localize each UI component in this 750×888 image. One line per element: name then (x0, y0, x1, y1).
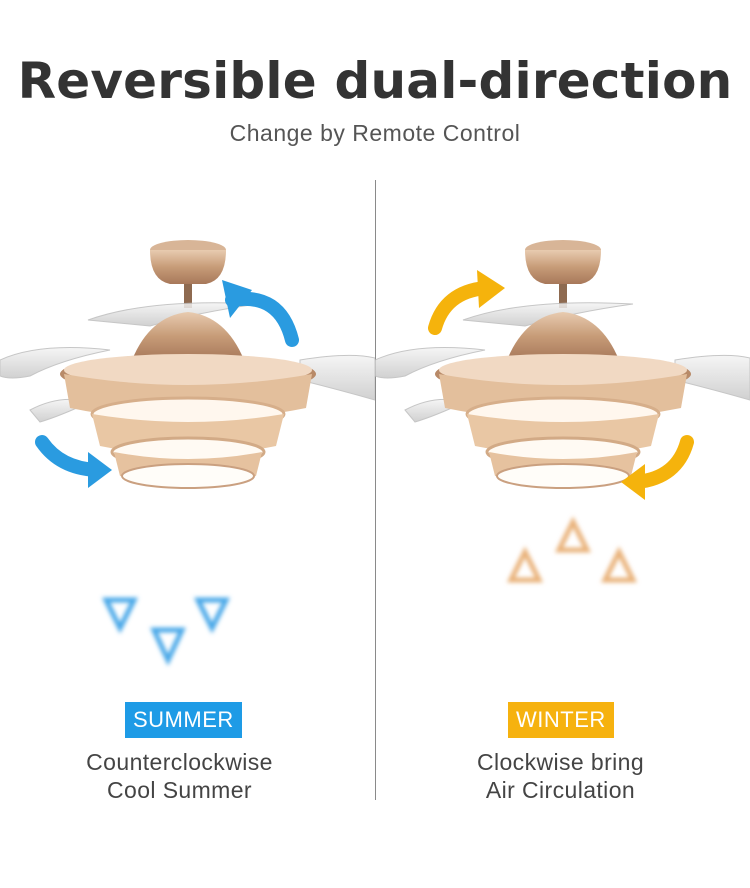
counterclockwise-arrows (35, 280, 299, 488)
fan-blades (0, 302, 375, 423)
page-subtitle: Change by Remote Control (229, 120, 521, 146)
fan-canopy (525, 240, 601, 308)
winter-caption: Clockwise bring Air Circulation (373, 748, 748, 804)
page-title: Reversible dual-direction (17, 52, 733, 110)
summer-caption-line1: Counterclockwise (86, 749, 273, 775)
winter-caption-line2: Air Circulation (485, 777, 636, 803)
fan-motor-housing (132, 312, 244, 360)
crystal-light-tiers (60, 354, 316, 489)
winter-badge: WINTER (508, 702, 614, 738)
winter-caption-line1: Clockwise bring (476, 749, 645, 775)
clockwise-arrows (428, 270, 694, 500)
summer-caption-line2: Cool Summer (107, 777, 252, 803)
summer-caption: Counterclockwise Cool Summer (0, 748, 367, 804)
summer-badge: SUMMER (125, 702, 242, 738)
airflow-down-arrows (101, 532, 231, 666)
summer-panel: SUMMER Counterclockwise Cool Summer (0, 180, 375, 803)
winter-panel: WINTER Clockwise bring Air Circulation (375, 180, 750, 803)
crystal-light-tiers (435, 354, 691, 489)
center-divider (375, 180, 376, 800)
summer-fan-illustration (0, 240, 375, 666)
winter-fan-illustration (375, 240, 750, 650)
airflow-up-arrows (506, 516, 638, 650)
fan-canopy (150, 240, 226, 308)
fan-motor-housing (507, 312, 619, 360)
fan-blades (375, 302, 750, 423)
